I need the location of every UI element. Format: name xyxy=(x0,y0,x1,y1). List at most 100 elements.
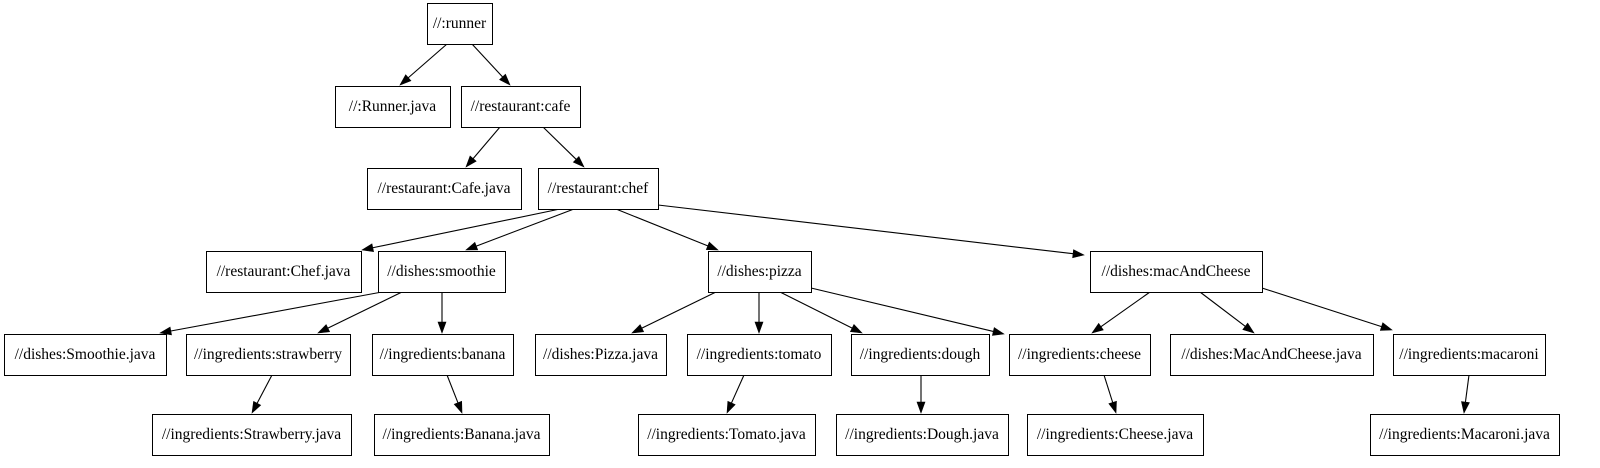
node-label: //ingredients:Macaroni.java xyxy=(1379,426,1550,443)
graph-edge xyxy=(251,374,273,414)
graph-node-tomato_java[interactable]: //ingredients:Tomato.java xyxy=(638,414,816,456)
graph-node-restaurant_chef[interactable]: //restaurant:chef xyxy=(538,168,659,210)
graph-node-runner_java[interactable]: //:Runner.java xyxy=(335,86,451,128)
graph-node-ing_banana[interactable]: //ingredients:banana xyxy=(372,334,514,376)
node-label: //ingredients:dough xyxy=(860,346,981,363)
graph-node-runner[interactable]: //:runner xyxy=(427,3,493,45)
node-label: //:runner xyxy=(433,15,487,32)
node-rect[interactable] xyxy=(1393,334,1546,376)
graph-node-dishes_mac[interactable]: //dishes:macAndCheese xyxy=(1090,251,1263,293)
node-label: //dishes:macAndCheese xyxy=(1102,263,1251,280)
graph-node-ing_cheese[interactable]: //ingredients:cheese xyxy=(1009,334,1151,376)
graph-node-cafe_java[interactable]: //restaurant:Cafe.java xyxy=(367,168,522,210)
edge-line xyxy=(372,208,561,249)
edge-arrowhead xyxy=(399,74,412,86)
node-rect[interactable] xyxy=(851,334,990,376)
graph-edge xyxy=(1461,374,1470,414)
node-rect[interactable] xyxy=(427,3,493,45)
graph-node-banana_java[interactable]: //ingredients:Banana.java xyxy=(374,414,550,456)
graph-edge xyxy=(1091,291,1151,334)
node-rect[interactable] xyxy=(186,334,351,376)
node-rect[interactable] xyxy=(461,86,581,128)
edge-line xyxy=(1199,291,1246,327)
graph-edge xyxy=(810,287,1005,336)
edge-arrowhead xyxy=(453,400,463,414)
node-rect[interactable] xyxy=(638,414,816,456)
edge-line xyxy=(327,291,403,329)
graph-edge xyxy=(1261,287,1393,331)
edge-arrowhead xyxy=(754,321,764,334)
graph-node-ing_tomato[interactable]: //ingredients:tomato xyxy=(687,334,832,376)
graph-node-dishes_smoothie[interactable]: //dishes:smoothie xyxy=(378,251,506,293)
edge-line xyxy=(471,43,503,78)
node-rect[interactable] xyxy=(152,414,352,456)
graph-node-restaurant_cafe[interactable]: //restaurant:cafe xyxy=(461,86,581,128)
node-rect[interactable] xyxy=(372,334,514,376)
nodes-layer: //:runner //:Runner.java //restaurant:cafe… xyxy=(4,3,1560,456)
graph-node-smoothie_java[interactable]: //dishes:Smoothie.java xyxy=(4,334,167,376)
node-label: //ingredients:Strawberry.java xyxy=(162,426,341,443)
node-rect[interactable] xyxy=(1090,251,1263,293)
node-rect[interactable] xyxy=(538,168,659,210)
edge-arrowhead xyxy=(726,400,736,414)
graph-node-ing_macaroni[interactable]: //ingredients:macaroni xyxy=(1393,334,1546,376)
graph-node-cheese_java[interactable]: //ingredients:Cheese.java xyxy=(1027,414,1204,456)
graph-node-chef_java[interactable]: //restaurant:Chef.java xyxy=(206,251,362,293)
graph-node-mac_java[interactable]: //dishes:MacAndCheese.java xyxy=(1170,334,1374,376)
node-rect[interactable] xyxy=(535,334,667,376)
edge-line xyxy=(407,43,448,79)
edge-line xyxy=(472,126,501,159)
edge-arrowhead xyxy=(631,324,645,334)
edge-arrowhead xyxy=(499,73,511,86)
edge-line xyxy=(542,126,577,160)
graph-node-ing_strawberry[interactable]: //ingredients:strawberry xyxy=(186,334,351,376)
graph-edge xyxy=(437,292,447,334)
graph-edge xyxy=(317,291,403,334)
node-label: //ingredients:tomato xyxy=(697,346,822,363)
graph-node-dishes_pizza[interactable]: //dishes:pizza xyxy=(708,251,812,293)
graph-edge xyxy=(159,291,383,336)
node-rect[interactable] xyxy=(367,168,522,210)
node-rect[interactable] xyxy=(1170,334,1374,376)
node-rect[interactable] xyxy=(206,251,362,293)
edge-arrowhead xyxy=(1242,322,1255,334)
edge-line xyxy=(256,374,273,404)
edge-arrowhead xyxy=(705,241,719,251)
graph-edge xyxy=(726,374,745,414)
node-rect[interactable] xyxy=(4,334,167,376)
graph-edge xyxy=(399,43,448,86)
graph-edge xyxy=(631,291,717,334)
graph-node-pizza_java[interactable]: //dishes:Pizza.java xyxy=(535,334,667,376)
node-rect[interactable] xyxy=(335,86,451,128)
node-rect[interactable] xyxy=(836,414,1009,456)
node-rect[interactable] xyxy=(374,414,550,456)
node-label: //ingredients:banana xyxy=(380,346,506,363)
edges-layer xyxy=(159,43,1470,414)
graph-edge xyxy=(1199,291,1255,334)
edge-line xyxy=(1261,287,1382,328)
edge-arrowhead xyxy=(1091,322,1104,334)
edge-line xyxy=(1100,291,1151,328)
node-label: //dishes:Pizza.java xyxy=(543,346,658,363)
graph-node-dough_java[interactable]: //ingredients:Dough.java xyxy=(836,414,1009,456)
edge-arrowhead xyxy=(159,326,172,336)
edge-line xyxy=(1103,374,1114,403)
graph-node-ing_dough[interactable]: //ingredients:dough xyxy=(851,334,990,376)
node-rect[interactable] xyxy=(378,251,506,293)
edge-arrowhead xyxy=(361,243,374,253)
graph-node-strawberry_java[interactable]: //ingredients:Strawberry.java xyxy=(152,414,352,456)
edge-line xyxy=(730,374,745,404)
node-rect[interactable] xyxy=(708,251,812,293)
node-rect[interactable] xyxy=(1009,334,1151,376)
graph-node-macaroni_java[interactable]: //ingredients:Macaroni.java xyxy=(1370,414,1560,456)
node-label: //restaurant:cafe xyxy=(471,98,571,115)
edge-line xyxy=(1464,374,1470,403)
node-label: //dishes:smoothie xyxy=(387,263,496,280)
node-rect[interactable] xyxy=(1370,414,1560,456)
node-label: //:Runner.java xyxy=(349,98,437,115)
node-rect[interactable] xyxy=(687,334,832,376)
node-label: //dishes:MacAndCheese.java xyxy=(1181,346,1361,363)
node-label: //restaurant:Cafe.java xyxy=(378,180,511,197)
node-rect[interactable] xyxy=(1027,414,1204,456)
